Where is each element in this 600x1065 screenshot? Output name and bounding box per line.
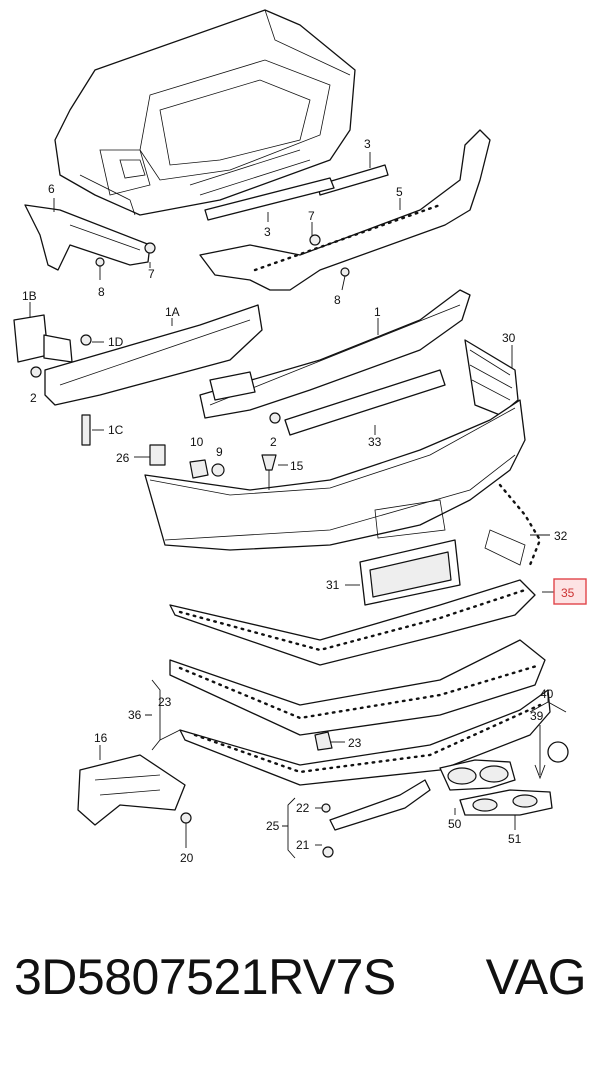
exploded-parts-diagram: 6 3 3 5 7 7 8 8 1B 1A 1D 1 30 2 2 1C 33 … bbox=[13, 9, 587, 865]
callout-33: 33 bbox=[368, 435, 382, 449]
callout-40: 40 bbox=[540, 687, 554, 701]
part-31-plate-holder bbox=[359, 539, 461, 606]
bumper-cover bbox=[144, 399, 526, 551]
part-16-bracket bbox=[77, 754, 186, 826]
fasteners bbox=[30, 234, 350, 858]
callout-10: 10 bbox=[190, 435, 204, 449]
spoiler-upper bbox=[169, 579, 536, 666]
callout-25: 25 bbox=[266, 819, 280, 833]
callout-1a: 1A bbox=[165, 305, 180, 319]
spoiler-lower bbox=[179, 689, 551, 786]
callout-22: 22 bbox=[296, 801, 310, 815]
callout-50: 50 bbox=[448, 817, 462, 831]
part-30-grille bbox=[464, 339, 519, 416]
callout-7-right: 7 bbox=[308, 209, 315, 223]
callout-6: 6 bbox=[48, 182, 55, 196]
callout-2-right: 2 bbox=[270, 435, 277, 449]
callout-21: 21 bbox=[296, 838, 310, 852]
callout-1b: 1B bbox=[22, 289, 37, 303]
spoiler-middle bbox=[169, 639, 546, 736]
callout-2-left: 2 bbox=[30, 391, 37, 405]
part-3-strips bbox=[204, 164, 389, 221]
leader-lines bbox=[29, 152, 567, 859]
part-5-impact-bar bbox=[199, 129, 491, 291]
callout-32: 32 bbox=[554, 529, 568, 543]
callout-3-upper: 3 bbox=[364, 137, 371, 151]
callout-35-highlight bbox=[553, 578, 587, 605]
callout-3-lower: 3 bbox=[264, 225, 271, 239]
part-33-strip bbox=[284, 369, 446, 436]
callout-23-upper: 23 bbox=[158, 695, 172, 709]
part-51-tip bbox=[459, 789, 553, 816]
part-caption: 3D5807521RV7S VAG bbox=[14, 948, 588, 1028]
callout-8-left: 8 bbox=[98, 285, 105, 299]
callout-1: 1 bbox=[374, 305, 381, 319]
part-50-tip bbox=[439, 759, 516, 791]
callout-16: 16 bbox=[94, 731, 108, 745]
callout-26: 26 bbox=[116, 451, 130, 465]
callout-20: 20 bbox=[180, 851, 194, 865]
callout-5: 5 bbox=[396, 185, 403, 199]
callout-1c: 1C bbox=[108, 423, 124, 437]
car-body-rear bbox=[54, 9, 356, 216]
callout-51: 51 bbox=[508, 832, 522, 846]
callout-7-left: 7 bbox=[148, 267, 155, 281]
part-1a-absorber bbox=[44, 304, 263, 406]
part-40-caps bbox=[534, 725, 569, 780]
part-1-carrier bbox=[199, 289, 471, 419]
part-25-rail bbox=[329, 779, 431, 831]
callout-labels: 6 3 3 5 7 7 8 8 1B 1A 1D 1 30 2 2 1C 33 … bbox=[22, 137, 587, 865]
part-6-bracket bbox=[24, 204, 151, 271]
callout-23-lower: 23 bbox=[348, 736, 362, 750]
callout-9: 9 bbox=[216, 445, 223, 459]
callout-35[interactable]: 35 bbox=[561, 586, 575, 600]
callout-36: 36 bbox=[128, 708, 142, 722]
callout-8-right: 8 bbox=[334, 293, 341, 307]
part-32-trim bbox=[484, 483, 542, 567]
callout-1d: 1D bbox=[108, 335, 124, 349]
callout-31: 31 bbox=[326, 578, 340, 592]
callout-15: 15 bbox=[290, 459, 304, 473]
part-1b-mount bbox=[13, 314, 73, 363]
callout-39: 39 bbox=[530, 709, 544, 723]
brand-name: VAG bbox=[485, 949, 587, 1005]
part-number: 3D5807521RV7S bbox=[14, 949, 396, 1005]
callout-30: 30 bbox=[502, 331, 516, 345]
